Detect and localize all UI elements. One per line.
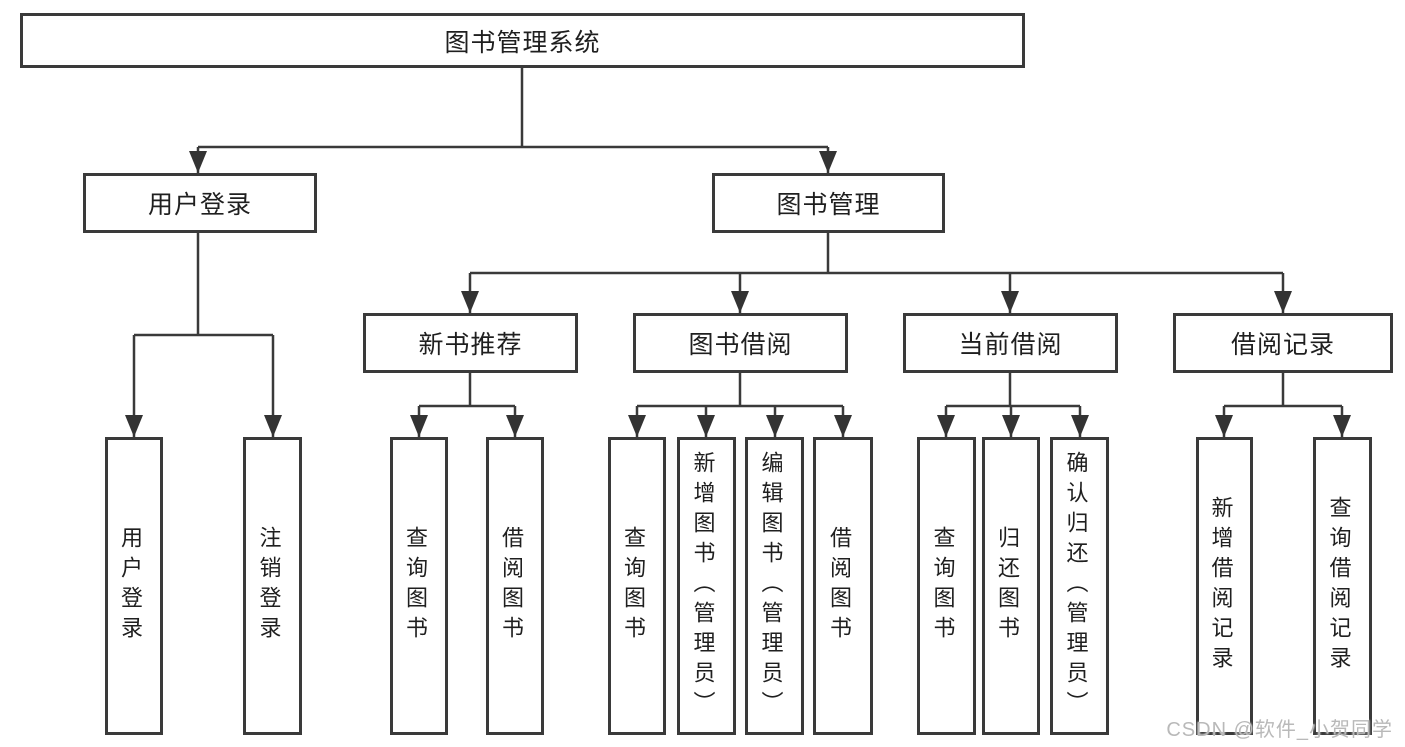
leaf-borrow-books-recommend: 借阅图书: [486, 437, 544, 735]
leaf-add-borrow-record: 新增借阅记录: [1196, 437, 1253, 735]
node-book-borrow: 图书借阅: [633, 313, 848, 373]
leaf-label: 注销登录: [256, 526, 282, 646]
connector-current-borrow: [937, 373, 1089, 437]
leaf-logout: 注销登录: [243, 437, 302, 735]
leaf-label: 查询图书: [403, 526, 428, 646]
connector-user-login: [125, 233, 282, 437]
leaf-user-login: 用户登录: [105, 437, 163, 735]
node-current-borrow: 当前借阅: [903, 313, 1118, 373]
node-user-login: 用户登录: [83, 173, 317, 233]
leaf-query-books-recommend: 查询图书: [390, 437, 448, 735]
leaf-label: 借阅图书: [827, 526, 852, 646]
connector-root: [189, 68, 837, 173]
csdn-watermark: CSDN @软件_小贺同学: [1166, 719, 1393, 741]
leaf-query-borrow-record: 查询借阅记录: [1313, 437, 1372, 735]
leaf-return-books: 归还图书: [982, 437, 1040, 735]
node-book-management: 图书管理: [712, 173, 945, 233]
connector-new-book-recommend: [410, 373, 524, 437]
leaf-label: 查询图书: [621, 526, 646, 646]
connector-book-management: [461, 233, 1292, 313]
leaf-label: 用户登录: [118, 526, 143, 646]
leaf-query-books-borrow: 查询图书: [608, 437, 666, 735]
leaf-label: 编辑图书（管理员）: [758, 451, 784, 721]
leaf-label: 归还图书: [995, 526, 1020, 646]
leaf-label: 查询借阅记录: [1326, 496, 1352, 676]
leaf-label: 借阅图书: [499, 526, 524, 646]
connector-borrow-records: [1215, 373, 1351, 437]
leaf-edit-books-admin: 编辑图书（管理员）: [745, 437, 804, 735]
node-borrow-records: 借阅记录: [1173, 313, 1393, 373]
leaf-label: 确认归还（管理员）: [1063, 451, 1089, 721]
leaf-label: 查询图书: [930, 526, 956, 646]
leaf-confirm-return-admin: 确认归还（管理员）: [1050, 437, 1109, 735]
leaf-query-books-current: 查询图书: [917, 437, 976, 735]
leaf-label: 新增图书（管理员）: [690, 451, 716, 721]
connector-book-borrow: [628, 373, 852, 437]
node-new-book-recommend: 新书推荐: [363, 313, 578, 373]
leaf-borrow-books: 借阅图书: [813, 437, 873, 735]
leaf-add-books-admin: 新增图书（管理员）: [677, 437, 736, 735]
node-root-system: 图书管理系统: [20, 13, 1025, 68]
leaf-label: 新增借阅记录: [1208, 496, 1234, 676]
